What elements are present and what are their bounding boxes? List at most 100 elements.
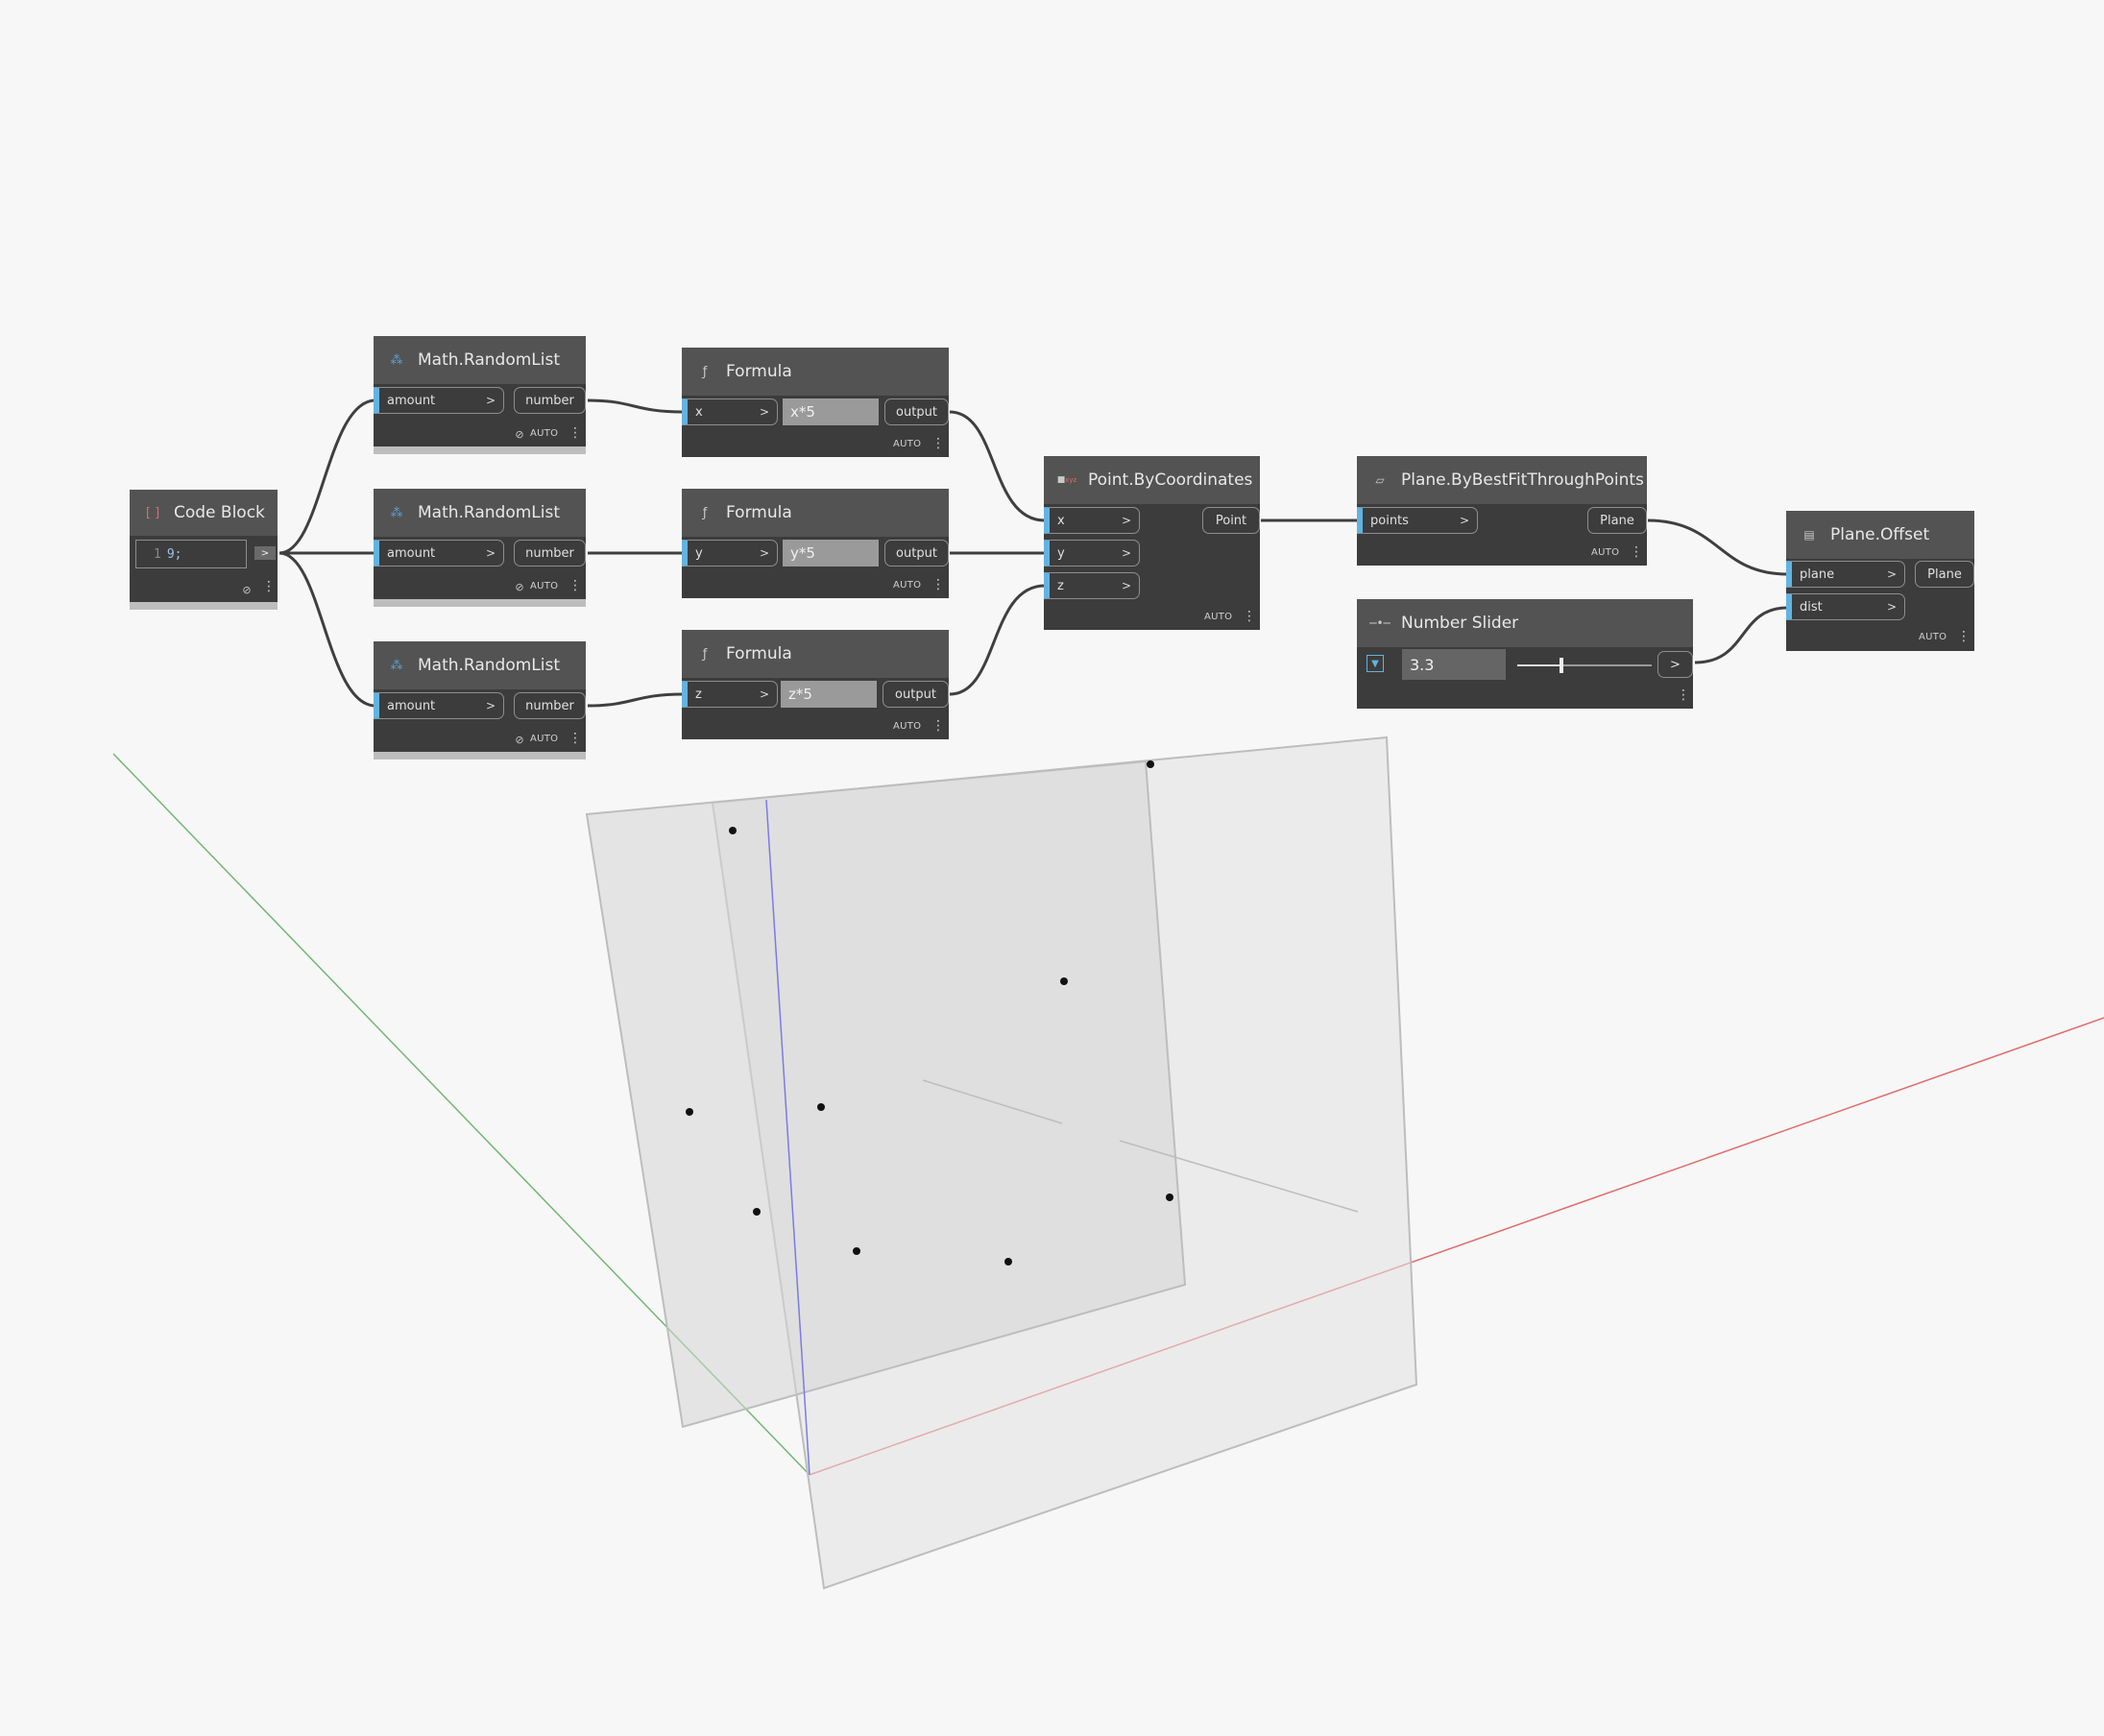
port-label: dist — [1800, 599, 1823, 615]
port-label: amount — [387, 698, 436, 713]
point-marker — [1004, 1258, 1012, 1266]
node-header[interactable]: [ ] Code Block — [130, 490, 278, 536]
preview-hidden-icon[interactable]: ⊘ — [515, 733, 524, 746]
x-input-port[interactable]: x > — [1044, 507, 1140, 534]
node-title: Formula — [726, 362, 792, 381]
output-port[interactable]: output — [884, 398, 949, 425]
y-input-port[interactable]: y > — [682, 540, 778, 567]
chevron-down-icon[interactable]: ▼ — [1366, 655, 1384, 672]
node-menu-icon[interactable]: ⋮ — [1957, 629, 1971, 644]
random-list-icon: ⁂ — [390, 505, 403, 520]
formula-node-2[interactable]: ƒ Formula y > y*5 output AUTO ⋮ — [682, 489, 949, 598]
node-menu-icon[interactable]: ⋮ — [1243, 609, 1256, 624]
point-icon: ■xyz — [1056, 475, 1077, 485]
output-port[interactable]: output — [884, 540, 949, 567]
node-menu-icon[interactable]: ⋮ — [568, 731, 582, 746]
code-editor[interactable]: 1 9; — [135, 540, 247, 568]
number-output-port[interactable]: number — [514, 387, 586, 414]
z-input-port[interactable]: z > — [682, 681, 778, 708]
formula-node-3[interactable]: ƒ Formula z > z*5 output AUTO ⋮ — [682, 630, 949, 739]
formula-node-1[interactable]: ƒ Formula x > x*5 output AUTO ⋮ — [682, 348, 949, 457]
number-slider-node[interactable]: ─•─ Number Slider ▼ 3.3 > ⋮ — [1357, 599, 1693, 709]
dist-input-port[interactable]: dist > — [1786, 593, 1905, 620]
random-list-node-3[interactable]: ⁂ Math.RandomList amount > number ⊘ AUTO… — [374, 641, 586, 752]
random-list-node-1[interactable]: ⁂ Math.RandomList amount > number ⊘ AUTO… — [374, 336, 586, 446]
wire-formula3-point-z — [949, 584, 1046, 696]
point-by-coordinates-node[interactable]: ■xyz Point.ByCoordinates x > y > z > Poi… — [1044, 456, 1260, 630]
slider-output-port[interactable]: > — [1657, 651, 1693, 678]
port-label: output — [895, 687, 936, 702]
formula-expression-field[interactable]: y*5 — [783, 540, 879, 567]
random-list-icon: ⁂ — [390, 352, 403, 368]
formula-expression-field[interactable]: z*5 — [781, 681, 877, 708]
code-block-node[interactable]: [ ] Code Block 1 9; > ⊘ ⋮ — [130, 490, 278, 602]
output-port[interactable]: output — [883, 681, 949, 708]
plane-output-port[interactable]: Plane — [1587, 507, 1647, 534]
x-input-port[interactable]: x > — [682, 398, 778, 425]
node-header[interactable]: ■xyz Point.ByCoordinates — [1044, 456, 1260, 504]
random-list-node-2[interactable]: ⁂ Math.RandomList amount > number ⊘ AUTO… — [374, 489, 586, 599]
slider-thumb[interactable] — [1560, 658, 1564, 673]
point-marker — [1147, 760, 1154, 768]
slider-value-field[interactable]: 3.3 — [1402, 649, 1506, 680]
chevron-right-icon: > — [1459, 514, 1469, 527]
port-label: amount — [387, 545, 436, 561]
wire-slider-offset — [1694, 606, 1788, 664]
port-label: number — [525, 698, 574, 713]
port-label: output — [896, 404, 937, 420]
plane-output-port[interactable]: Plane — [1915, 561, 1974, 588]
port-label: output — [896, 545, 937, 561]
node-menu-icon[interactable]: ⋮ — [931, 718, 945, 734]
lacing-auto-label: AUTO — [1919, 632, 1947, 642]
amount-input-port[interactable]: amount > — [374, 387, 504, 414]
formula-expression-field[interactable]: x*5 — [783, 398, 879, 425]
preview-hidden-icon[interactable]: ⊘ — [515, 427, 524, 441]
lacing-auto-label: AUTO — [530, 734, 559, 744]
node-header[interactable]: ƒ Formula — [682, 630, 949, 678]
code-block-output-port[interactable]: > — [254, 546, 276, 560]
preview-hidden-icon[interactable]: ⊘ — [242, 583, 252, 596]
wire-formula1-point-x — [949, 410, 1046, 522]
node-header[interactable]: ƒ Formula — [682, 348, 949, 396]
node-header[interactable]: ⁂ Math.RandomList — [374, 489, 586, 537]
node-title: Math.RandomList — [418, 656, 561, 675]
node-title: Plane.Offset — [1830, 525, 1930, 544]
plane-input-port[interactable]: plane > — [1786, 561, 1905, 588]
wire-random1-formula1 — [587, 398, 684, 414]
port-label: amount — [387, 393, 436, 408]
plane-by-best-fit-node[interactable]: ▱ Plane.ByBestFitThroughPoints points > … — [1357, 456, 1647, 566]
node-menu-icon[interactable]: ⋮ — [931, 436, 945, 451]
node-header[interactable]: ▤ Plane.Offset — [1786, 511, 1974, 559]
z-input-port[interactable]: z > — [1044, 572, 1140, 599]
node-menu-icon[interactable]: ⋮ — [568, 578, 582, 593]
slider-track[interactable] — [1517, 664, 1652, 666]
point-output-port[interactable]: Point — [1202, 507, 1260, 534]
node-header[interactable]: ⁂ Math.RandomList — [374, 336, 586, 384]
chevron-right-icon: > — [759, 687, 769, 701]
y-input-port[interactable]: y > — [1044, 540, 1140, 567]
node-header[interactable]: ⁂ Math.RandomList — [374, 641, 586, 689]
chevron-right-icon: > — [1121, 546, 1131, 560]
preview-hidden-icon[interactable]: ⊘ — [515, 580, 524, 593]
node-menu-icon[interactable]: ⋮ — [262, 579, 276, 594]
port-label: y — [695, 545, 703, 561]
points-input-port[interactable]: points > — [1357, 507, 1478, 534]
point-marker — [1166, 1194, 1173, 1201]
node-header[interactable]: ─•─ Number Slider — [1357, 599, 1693, 647]
node-menu-icon[interactable]: ⋮ — [568, 425, 582, 441]
node-menu-icon[interactable]: ⋮ — [1677, 687, 1690, 703]
node-menu-icon[interactable]: ⋮ — [931, 577, 945, 592]
normal-line-1 — [922, 1079, 1063, 1124]
lacing-auto-label: AUTO — [530, 581, 559, 591]
number-output-port[interactable]: number — [514, 540, 586, 567]
node-header[interactable]: ▱ Plane.ByBestFitThroughPoints — [1357, 456, 1647, 504]
point-marker — [1060, 977, 1068, 985]
node-menu-icon[interactable]: ⋮ — [1630, 544, 1643, 560]
number-output-port[interactable]: number — [514, 692, 586, 719]
plane-offset-node[interactable]: ▤ Plane.Offset plane > dist > Plane AUTO… — [1786, 511, 1974, 651]
node-header[interactable]: ƒ Formula — [682, 489, 949, 537]
amount-input-port[interactable]: amount > — [374, 692, 504, 719]
amount-input-port[interactable]: amount > — [374, 540, 504, 567]
